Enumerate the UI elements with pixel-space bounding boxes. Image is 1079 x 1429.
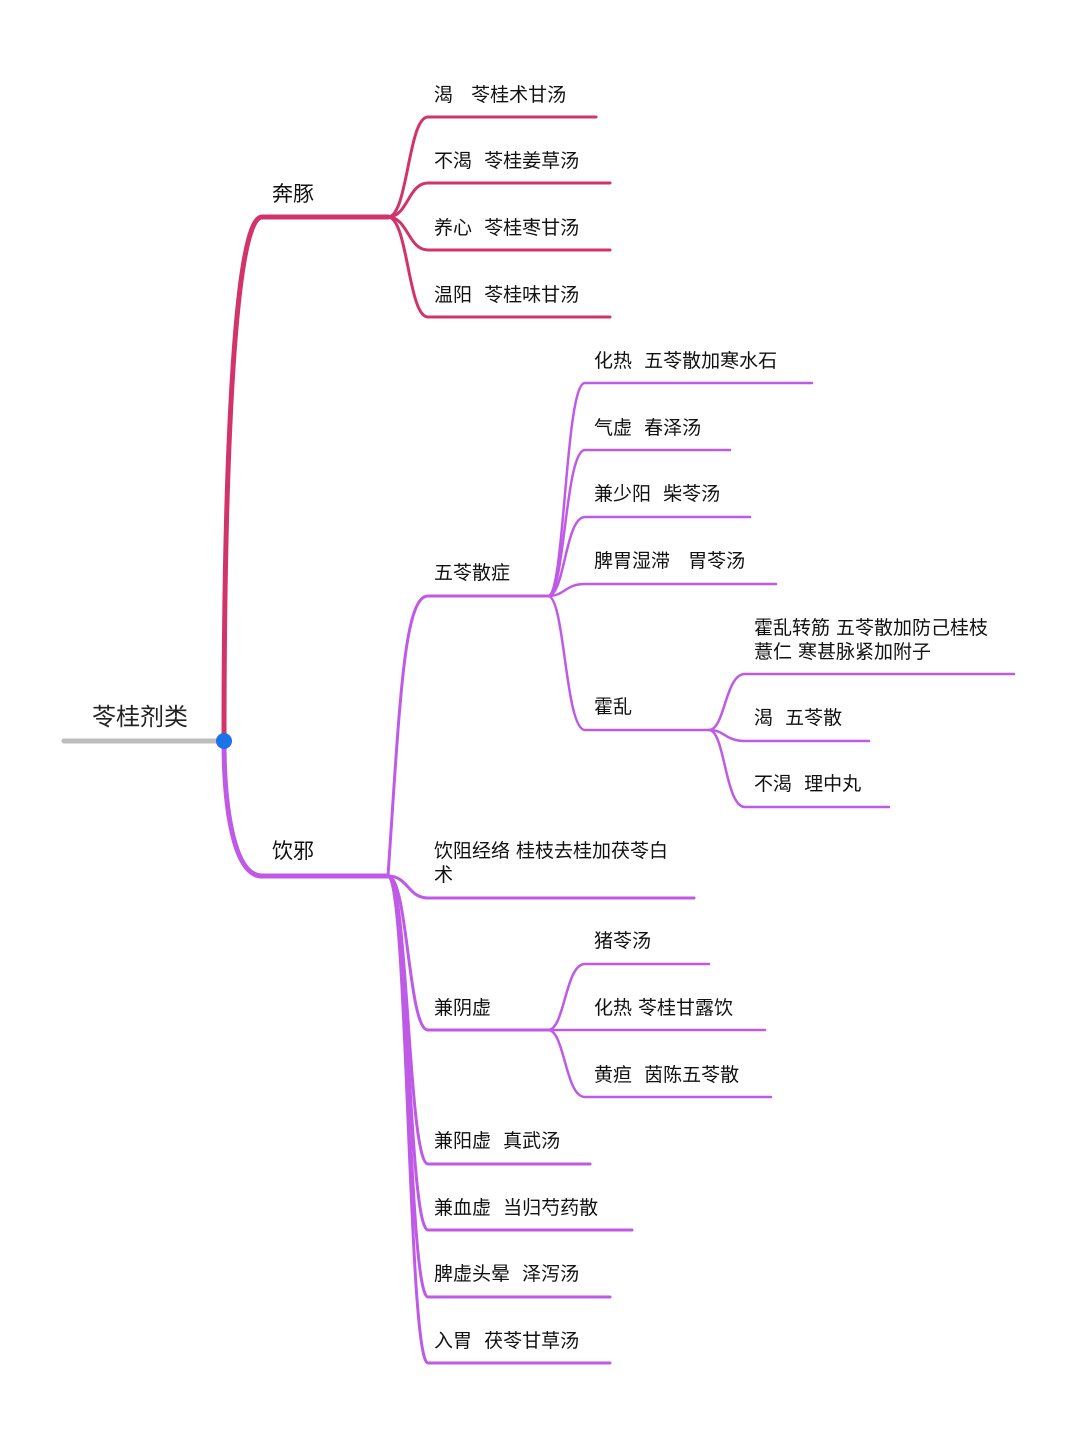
topic-ruwei[interactable]: 入胃 茯苓甘草汤 — [434, 1330, 580, 1352]
topic-jianyinxu[interactable]: 兼阴虚 — [434, 997, 492, 1019]
benchun-item-2[interactable]: 不渴 苓桂姜草汤 — [434, 150, 580, 172]
benchun-item-4[interactable]: 温阳 苓桂味甘汤 — [434, 284, 580, 306]
huoluan-item-3-connector — [707, 728, 891, 809]
topic-wuling[interactable]: 五苓散症 — [434, 562, 511, 584]
topic-pixutouyun[interactable]: 脾虚头晕 泽泻汤 — [434, 1263, 580, 1285]
benchun-item-3-connector — [386, 215, 612, 252]
yinzu-connector — [386, 874, 696, 900]
root-topic[interactable]: 苓桂剂类 — [92, 703, 188, 731]
huoluan-item-1[interactable]: 霍乱转筋 五苓散加防己桂枝薏仁 寒甚脉紧加附子 — [754, 617, 989, 663]
benchun-item-4-connector — [386, 215, 612, 319]
other-3-connector — [386, 874, 612, 1299]
huoluan-item-3[interactable]: 不渴 理中丸 — [754, 773, 862, 795]
benchun-item-3[interactable]: 养心 苓桂枣甘汤 — [434, 217, 580, 239]
other-1-connector — [386, 874, 592, 1166]
jianyinxu-connector — [386, 874, 550, 1032]
jianyinxu-item-1[interactable]: 猪苓汤 — [594, 930, 652, 952]
wuling-item-2[interactable]: 气虚 春泽汤 — [594, 417, 702, 439]
huoluan-item-1-connector — [707, 672, 1016, 732]
benchun-item-1[interactable]: 渴 苓桂术甘汤 — [434, 84, 567, 106]
wuling-item-3-connector — [546, 515, 752, 598]
wuling-item-4-connector — [546, 582, 778, 598]
topic-yinxie[interactable]: 饮邪 — [272, 839, 314, 863]
topic-yinzu[interactable]: 饮阻经络 桂枝去桂加茯苓白术 — [434, 840, 669, 886]
topic-jianyangxu[interactable]: 兼阳虚 真武汤 — [434, 1130, 561, 1152]
jianyinxu-item-2[interactable]: 化热 苓桂甘露饮 — [594, 997, 734, 1019]
wuling-connector — [386, 594, 550, 878]
topic-huoluan[interactable]: 霍乱 — [594, 696, 633, 718]
huoluan-connector — [546, 594, 711, 732]
benchun-item-1-connector — [386, 115, 598, 219]
topic-benchun[interactable]: 奔豚 — [272, 182, 314, 206]
jianyinxu-item-3-connector — [546, 1028, 773, 1099]
huoluan-item-2-connector — [707, 728, 871, 743]
benchun-connector — [221, 214, 391, 744]
jianyinxu-item-1-connector — [546, 962, 711, 1032]
topic-jianxuexu[interactable]: 兼血虚 当归芍药散 — [434, 1197, 599, 1219]
wuling-item-1[interactable]: 化热 五苓散加寒水石 — [594, 350, 778, 372]
huoluan-item-2[interactable]: 渴 五苓散 — [754, 707, 843, 729]
jianyinxu-item-3[interactable]: 黄疸 茵陈五苓散 — [594, 1064, 740, 1086]
wuling-item-4[interactable]: 脾胃湿滞 胃苓汤 — [594, 550, 746, 572]
wuling-item-2-connector — [546, 448, 732, 598]
root-junction-dot — [216, 733, 232, 749]
yinxie-connector — [221, 738, 391, 879]
wuling-item-3[interactable]: 兼少阳 柴苓汤 — [594, 483, 721, 505]
other-4-connector — [386, 874, 612, 1365]
benchun-item-2-connector — [386, 181, 612, 219]
